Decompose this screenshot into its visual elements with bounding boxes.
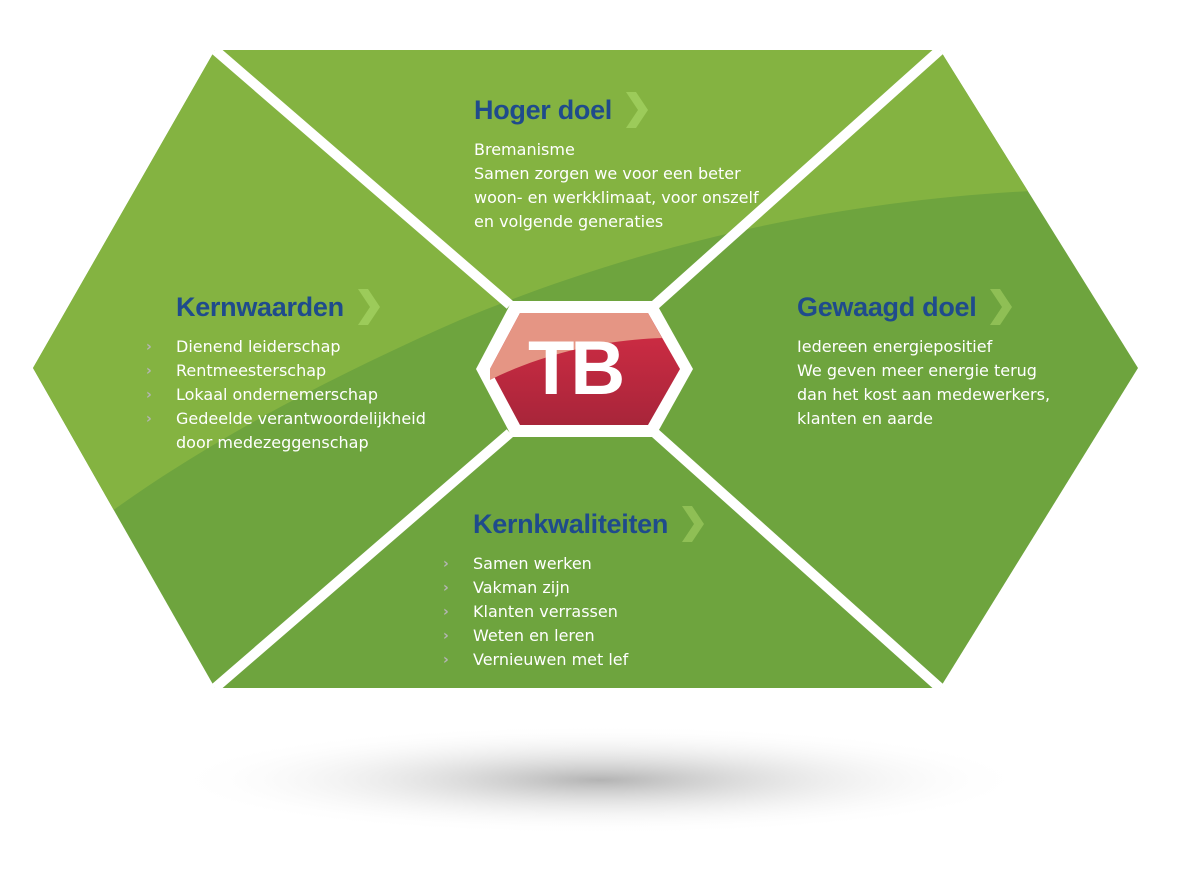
text-line: Iedereen energiepositief: [797, 337, 993, 356]
bullet-chevron-icon: ›: [443, 604, 449, 620]
list-item: ›Vernieuwen met lef: [443, 648, 704, 672]
bullet-chevron-icon: ›: [146, 339, 152, 355]
bullet-chevron-icon: ›: [146, 363, 152, 379]
chevron-icon: [990, 289, 1013, 325]
chevron-icon: [626, 92, 649, 128]
text-line: en volgende generaties: [474, 212, 664, 231]
chevron-icon: [357, 289, 380, 325]
text-line: dan het kost aan medewerkers,: [797, 385, 1051, 404]
section-kernkwaliteiten: Kernkwaliteiten ›Samen werken ›Vakman zi…: [443, 506, 705, 672]
section-gewaagd-doel: Gewaagd doel Iedereen energiepositief We…: [797, 289, 1050, 431]
green-light: [33, 50, 1138, 600]
text-line: We geven meer energie terug: [797, 361, 1037, 380]
bullet-chevron-icon: ›: [443, 556, 449, 572]
list-item: ›Dienend leiderschap: [146, 335, 426, 359]
bullet-chevron-icon: ›: [443, 652, 449, 668]
section-kernwaarden: Kernwaarden ›Dienend leiderschap ›Rentme…: [146, 289, 426, 455]
dividers: [211, 40, 944, 698]
text-line: Samen zorgen we voor een beter: [474, 164, 741, 183]
shadow: [170, 725, 1030, 835]
list-item: ›Klanten verrassen: [443, 600, 704, 624]
bullet-chevron-icon: ›: [443, 628, 449, 644]
section-title: Gewaagd doel: [797, 291, 977, 322]
list-item: ›Lokaal ondernemerschap: [146, 383, 426, 407]
list-item: ›Gedeelde verantwoordelijkheid door mede…: [146, 409, 426, 452]
text-line: woon- en werkklimaat, voor onszelf: [474, 188, 759, 207]
section-title: Kernkwaliteiten: [473, 508, 669, 539]
logo-highlight: [490, 313, 662, 380]
text-line: klanten en aarde: [797, 409, 933, 428]
list-item: ›Samen werken: [443, 552, 704, 576]
text-line: Bremanisme: [474, 140, 575, 159]
chevron-icon: [682, 506, 705, 542]
logo-text: TB: [528, 326, 625, 411]
bullet-chevron-icon: ›: [443, 580, 449, 596]
bullet-chevron-icon: ›: [146, 387, 152, 403]
list-item: ›Vakman zijn: [443, 576, 704, 600]
list-item: ›Rentmeesterschap: [146, 359, 426, 383]
list-item: ›Weten en leren: [443, 624, 704, 648]
section-title: Hoger doel: [474, 94, 613, 125]
section-title: Kernwaarden: [176, 291, 344, 322]
bullet-chevron-icon: ›: [146, 411, 152, 427]
section-hoger-doel: Hoger doel Bremanisme Samen zorgen we vo…: [474, 92, 759, 234]
